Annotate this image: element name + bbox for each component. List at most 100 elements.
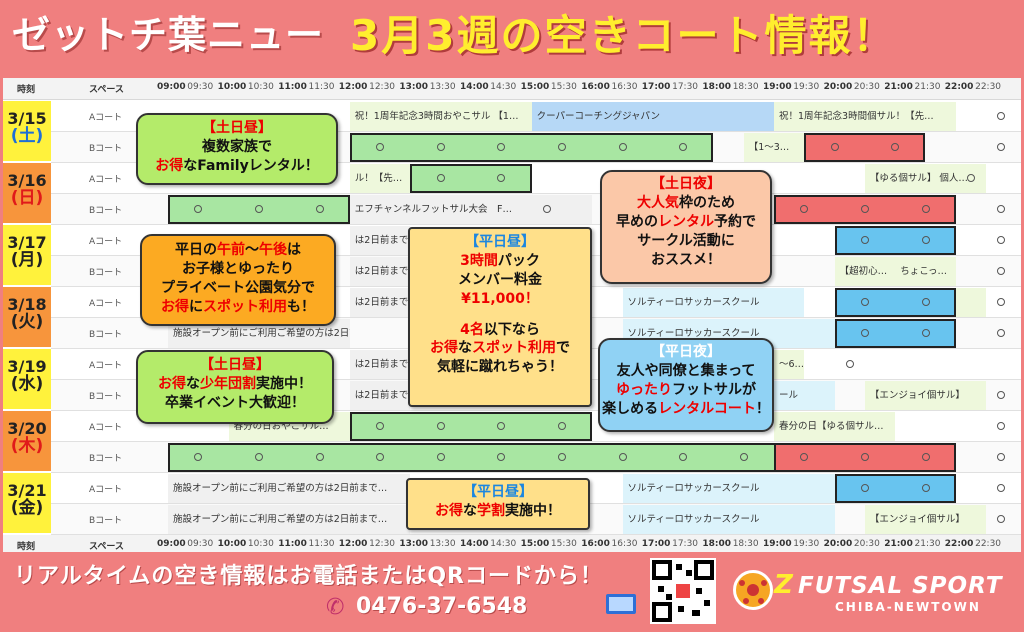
open-slot-icon[interactable] [800,453,809,461]
time-tick: 15:00 [520,82,550,92]
booking-event[interactable]: 祝！1周年記念3時間個サル！【先… [774,102,956,131]
open-slot-block[interactable] [349,133,714,162]
open-slot-icon[interactable] [921,453,930,461]
open-slot-icon[interactable] [542,205,551,213]
open-slot-icon[interactable] [194,205,203,213]
court-name: Bコート [89,454,123,464]
booking-event[interactable]: 【1～3… [743,133,805,162]
booking-event[interactable]: 【エンジョイ個サル】 [864,381,987,410]
booking-event[interactable]: は2日前まで… [349,288,411,317]
open-slot-icon[interactable] [376,422,385,430]
open-slot-icon[interactable] [739,453,748,461]
open-slot-block[interactable] [349,412,593,441]
open-slot-icon[interactable] [921,205,930,213]
booking-event[interactable]: エフチャンネルフットサル大会 F… [349,195,593,224]
booking-event[interactable]: は2日前まで… [349,381,411,410]
time-tick: 13:00 [399,82,429,92]
open-slot-block[interactable] [410,164,532,193]
booking-event[interactable]: 施設オープン前にご利用ご希望の方は2日前まで… [168,474,411,503]
open-slot-icon[interactable] [860,484,869,492]
open-slot-icon[interactable] [860,298,869,306]
open-slot-icon[interactable] [376,453,385,461]
booking-event[interactable]: は2日前まで… [349,257,411,286]
callout-line: お得な少年団割実施中！ [158,375,312,392]
booking-event[interactable]: は2日前まで… [349,350,411,379]
booking-event[interactable]: ソルティーロサッカースクール [622,474,835,503]
open-slot-icon[interactable] [891,143,900,151]
time-tick: 13:30 [429,539,456,549]
open-slot-icon[interactable] [921,298,930,306]
open-slot-icon[interactable] [497,422,506,430]
booking-event[interactable]: 【ゆる個サル】 個人… [864,164,987,193]
open-slot-icon[interactable] [997,112,1006,120]
phone-number[interactable]: 0476-37-6548 [356,594,528,619]
court-name: Aコート [89,423,123,433]
booking-event[interactable]: ソルティーロサッカースクール [622,288,805,317]
phone-icon: ✆ [326,595,345,620]
open-slot-icon[interactable] [860,205,869,213]
open-slot-icon[interactable] [997,205,1006,213]
open-slot-icon[interactable] [376,143,385,151]
open-slot-icon[interactable] [860,453,869,461]
open-slot-icon[interactable] [860,329,869,337]
open-slot-icon[interactable] [966,174,975,182]
booking-event[interactable]: 【エンジョイ個サル】 [864,505,987,534]
open-slot-icon[interactable] [830,143,839,151]
open-slot-icon[interactable] [997,267,1006,275]
booking-event[interactable]: ～6… [774,350,805,379]
open-slot-icon[interactable] [497,143,506,151]
open-slot-icon[interactable] [254,453,263,461]
open-slot-icon[interactable] [315,205,324,213]
open-slot-block[interactable] [834,474,956,503]
booking-event[interactable]: ちょこっ… [895,257,956,286]
open-slot-block[interactable] [804,133,926,162]
time-tick: 10:30 [247,539,274,549]
open-slot-icon[interactable] [557,453,566,461]
open-slot-icon[interactable] [997,143,1006,151]
open-slot-icon[interactable] [997,515,1006,523]
open-slot-icon[interactable] [436,422,445,430]
open-slot-icon[interactable] [436,174,445,182]
booking-event[interactable]: 祝！1周年記念3時間おやこサル 【1… [349,102,532,131]
open-slot-icon[interactable] [860,236,869,244]
booking-event[interactable]: は2日前まで… [349,226,411,255]
booking-event[interactable]: ソルティーロサッカースクール [622,505,835,534]
booking-event[interactable]: 春分の日【ゆる個サル… [774,412,896,441]
open-slot-icon[interactable] [618,453,627,461]
open-slot-icon[interactable] [997,298,1006,306]
open-slot-icon[interactable] [497,174,506,182]
open-slot-icon[interactable] [497,453,506,461]
open-slot-icon[interactable] [436,143,445,151]
open-slot-icon[interactable] [194,453,203,461]
open-slot-icon[interactable] [921,484,930,492]
open-slot-icon[interactable] [845,360,854,368]
time-tick: 19:00 [763,539,792,549]
booking-event[interactable]: ール [774,381,835,410]
open-slot-icon[interactable] [436,453,445,461]
booking-event[interactable]: ル！【先… [349,164,411,193]
open-slot-icon[interactable] [921,329,930,337]
open-slot-block[interactable] [834,288,956,317]
booking-event[interactable]: 【超初心… [834,257,896,286]
open-slot-icon[interactable] [997,236,1006,244]
open-slot-icon[interactable] [921,236,930,244]
open-slot-icon[interactable] [800,205,809,213]
open-slot-icon[interactable] [618,143,627,151]
open-slot-icon[interactable] [997,484,1006,492]
open-slot-icon[interactable] [315,453,324,461]
booking-event[interactable]: 施設オープン前にご利用ご希望の方は2日前まで… [168,505,411,534]
open-slot-icon[interactable] [997,329,1006,337]
open-slot-icon[interactable] [997,453,1006,461]
open-slot-block[interactable] [834,226,956,255]
callout-line: 大人気枠のため [637,194,735,211]
qr-code-icon[interactable] [650,558,716,624]
open-slot-icon[interactable] [997,391,1006,399]
open-slot-icon[interactable] [679,143,688,151]
open-slot-icon[interactable] [997,422,1006,430]
open-slot-icon[interactable] [254,205,263,213]
open-slot-icon[interactable] [679,453,688,461]
open-slot-block[interactable] [834,319,956,348]
booking-event[interactable]: クーパーコーチングジャパン [531,102,774,131]
open-slot-icon[interactable] [557,422,566,430]
open-slot-icon[interactable] [557,143,566,151]
